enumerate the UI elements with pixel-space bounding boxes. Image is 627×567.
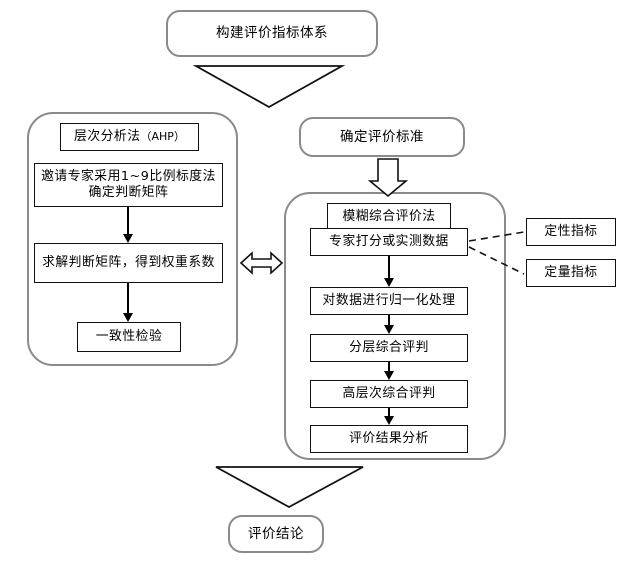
node-fuzzy-step-2-label: 对数据进行归一化处理 <box>322 293 456 308</box>
node-fuzzy-step-5-label: 评价结果分析 <box>349 431 429 446</box>
node-evaluation-conclusion[interactable]: 评价结论 <box>228 515 324 553</box>
node-build-index-system-label: 构建评价指标体系 <box>216 25 328 42</box>
node-fuzzy-step-5[interactable]: 评价结果分析 <box>310 425 468 453</box>
node-qualitative-indicator-label: 定性指标 <box>544 224 598 239</box>
arrowhead-fuzzy-1-to-2 <box>383 278 394 287</box>
node-quantitative-indicator[interactable]: 定量指标 <box>526 259 616 287</box>
arrow-top-funnel <box>192 65 346 109</box>
node-ahp-step-2[interactable]: 求解判断矩阵，得到权重系数 <box>34 243 223 283</box>
arrow-bidirectional-ahp-fuzzy[interactable] <box>239 251 284 275</box>
arrow-bottom-funnel <box>215 466 364 509</box>
node-fuzzy-title-label: 模糊综合评价法 <box>342 209 436 224</box>
node-fuzzy-step-4[interactable]: 高层次综合评判 <box>310 380 468 408</box>
node-fuzzy-title[interactable]: 模糊综合评价法 <box>327 203 451 231</box>
node-ahp-step-3-label: 一致性检验 <box>95 329 163 344</box>
node-ahp-title-label: 层次分析法（AHP） <box>74 129 185 144</box>
arrowhead-fuzzy-4-to-5 <box>383 416 394 425</box>
node-fuzzy-step-1[interactable]: 专家打分或实测数据 <box>310 228 468 256</box>
node-quantitative-indicator-label: 定量指标 <box>544 265 598 280</box>
connector-fuzzy-4-to-5 <box>388 408 390 416</box>
arrowhead-ahp-2-to-3 <box>122 313 133 322</box>
node-determine-criteria-label: 确定评价标准 <box>340 128 424 145</box>
node-determine-criteria[interactable]: 确定评价标准 <box>299 117 465 157</box>
connector-ahp-1-to-2 <box>127 207 129 234</box>
node-fuzzy-step-3-label: 分层综合评判 <box>349 340 429 355</box>
node-fuzzy-step-4-label: 高层次综合评判 <box>342 386 436 401</box>
arrow-criteria-block <box>367 158 409 198</box>
node-build-index-system[interactable]: 构建评价指标体系 <box>166 10 378 57</box>
node-ahp-step-1[interactable]: 邀请专家采用1~9比例标度法确定判断矩阵 <box>34 163 223 207</box>
node-fuzzy-step-3[interactable]: 分层综合评判 <box>310 334 468 362</box>
connector-fuzzy-1-to-2 <box>388 256 390 278</box>
node-ahp-title[interactable]: 层次分析法（AHP） <box>60 123 199 151</box>
connector-fuzzy-2-to-3 <box>388 315 390 325</box>
node-ahp-step-2-label: 求解判断矩阵，得到权重系数 <box>42 255 215 270</box>
node-ahp-step-3[interactable]: 一致性检验 <box>77 322 181 352</box>
connector-ahp-2-to-3 <box>127 283 129 313</box>
arrowhead-ahp-1-to-2 <box>122 234 133 243</box>
node-ahp-title-acronym: （AHP） <box>140 130 185 143</box>
node-evaluation-conclusion-label: 评价结论 <box>248 525 304 542</box>
node-fuzzy-step-2[interactable]: 对数据进行归一化处理 <box>310 287 468 315</box>
node-ahp-step-1-label: 邀请专家采用1~9比例标度法确定判断矩阵 <box>41 169 216 200</box>
arrowhead-fuzzy-2-to-3 <box>383 325 394 334</box>
node-fuzzy-step-1-label: 专家打分或实测数据 <box>329 234 449 249</box>
node-qualitative-indicator[interactable]: 定性指标 <box>526 218 616 246</box>
connector-fuzzy-3-to-4 <box>388 362 390 371</box>
arrowhead-fuzzy-3-to-4 <box>383 371 394 380</box>
